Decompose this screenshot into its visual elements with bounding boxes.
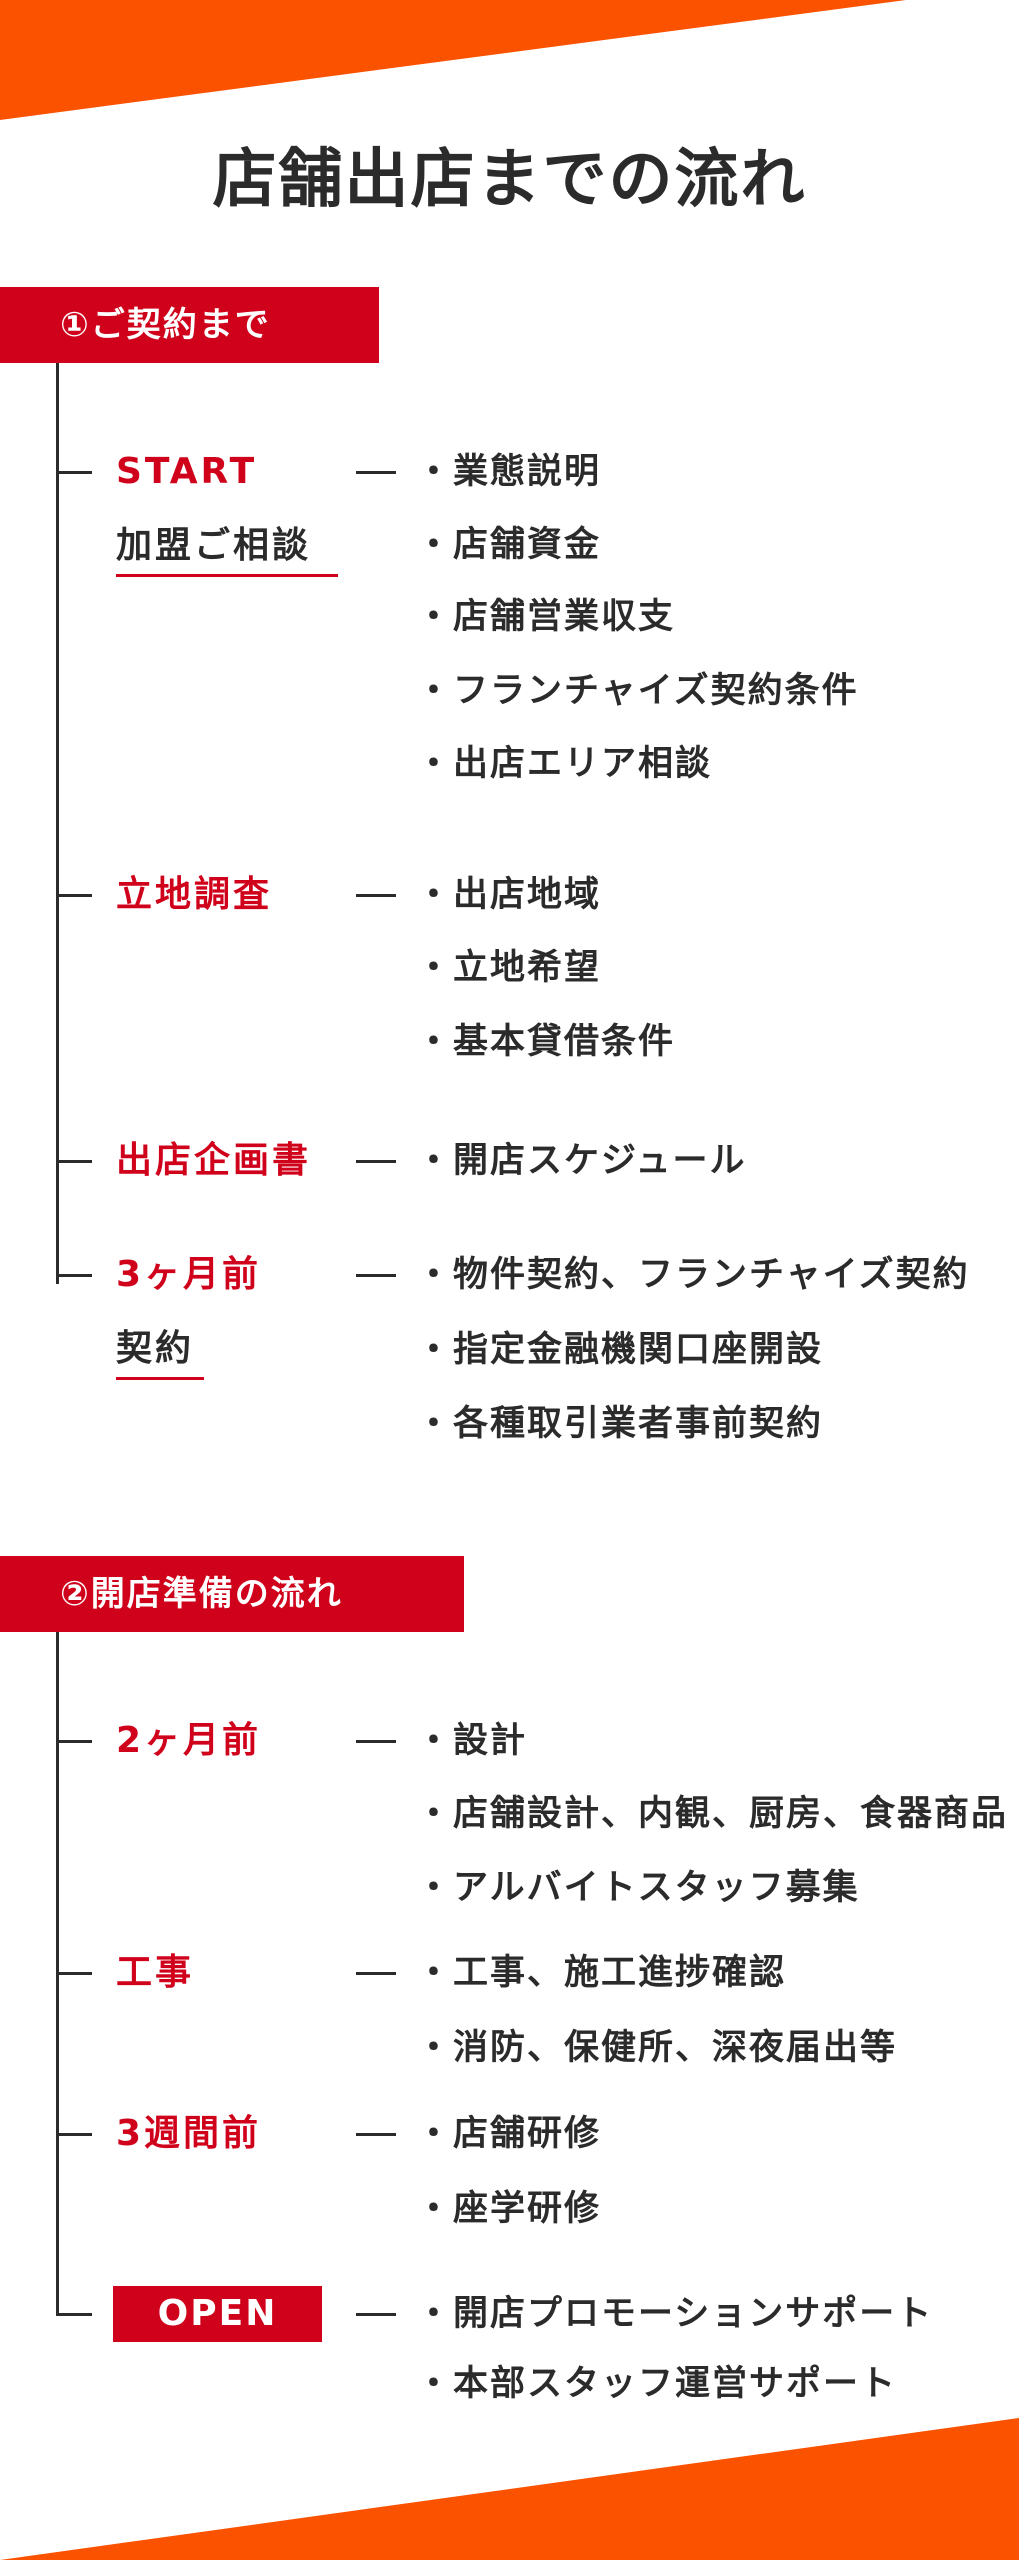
timeline-branch-line [56,1160,92,1163]
step-detail-item: ・開店プロモーションサポート [416,2294,934,2334]
step-detail-item: ・設計 [416,1721,528,1761]
bottom-orange-banner [0,2418,1019,2560]
timeline-branch-line [56,2313,92,2316]
step-connector-dash [356,1274,396,1277]
step-detail-item: ・フランチャイズ契約条件 [416,671,859,711]
step-label: 3ヶ月前 [116,1254,262,1295]
step-detail-item: ・出店エリア相談 [416,744,713,784]
step-label: 2ヶ月前 [116,1720,262,1761]
step-detail-item: ・業態説明 [416,452,602,492]
step-label-underline [116,1377,204,1380]
open-badge: OPEN [113,2286,322,2342]
step-detail-item: ・工事、施工進捗確認 [416,1953,787,1993]
timeline-branch-line [56,471,92,474]
step-detail-item: ・店舗資金 [416,525,602,565]
page-title: 店舗出店までの流れ [212,143,807,217]
step-connector-dash [356,1972,396,1975]
step-detail-item: ・座学研修 [416,2189,602,2229]
step-connector-dash [356,894,396,897]
step-detail-item: ・物件契約、フランチャイズ契約 [416,1255,970,1295]
step-detail-item: ・店舗研修 [416,2114,602,2154]
step-label: 立地調査 [116,874,273,915]
timeline-branch-line [56,2133,92,2136]
timeline-branch-line [56,894,92,897]
step-detail-item: ・アルバイトスタッフ募集 [416,1868,860,1908]
step-detail-item: ・出店地域 [416,875,602,915]
step-label: 加盟ご相談 [116,525,312,566]
step-label: 契約 [116,1328,195,1369]
step-detail-item: ・基本貸借条件 [416,1022,676,1062]
step-detail-item: ・店舗設計、内観、厨房、食器商品 [416,1794,1009,1834]
timeline-vertical-line [56,363,59,1284]
step-detail-item: ・指定金融機関口座開設 [416,1330,824,1370]
step-detail-item: ・店舗営業収支 [416,597,676,637]
step-detail-item: ・各種取引業者事前契約 [416,1404,824,1444]
step-detail-item: ・本部スタッフ運営サポート [416,2364,898,2404]
step-label: START [116,451,258,492]
section-heading: ①ご契約まで [0,287,379,363]
step-connector-dash [356,471,396,474]
step-connector-dash [356,2133,396,2136]
step-label-underline [116,574,338,577]
timeline-branch-line [56,1972,92,1975]
timeline-branch-line [56,1274,92,1277]
step-label: 工事 [116,1952,195,1993]
timeline-branch-line [56,1740,92,1743]
step-detail-item: ・開店スケジュール [416,1141,747,1181]
step-connector-dash [356,1740,396,1743]
top-orange-banner [0,0,906,120]
step-connector-dash [356,1160,396,1163]
step-label: 出店企画書 [116,1140,312,1181]
step-connector-dash [356,2313,396,2316]
section-heading: ②開店準備の流れ [0,1556,464,1632]
step-detail-item: ・消防、保健所、深夜届出等 [416,2028,898,2068]
step-label: 3週間前 [116,2113,262,2154]
step-detail-item: ・立地希望 [416,948,602,988]
